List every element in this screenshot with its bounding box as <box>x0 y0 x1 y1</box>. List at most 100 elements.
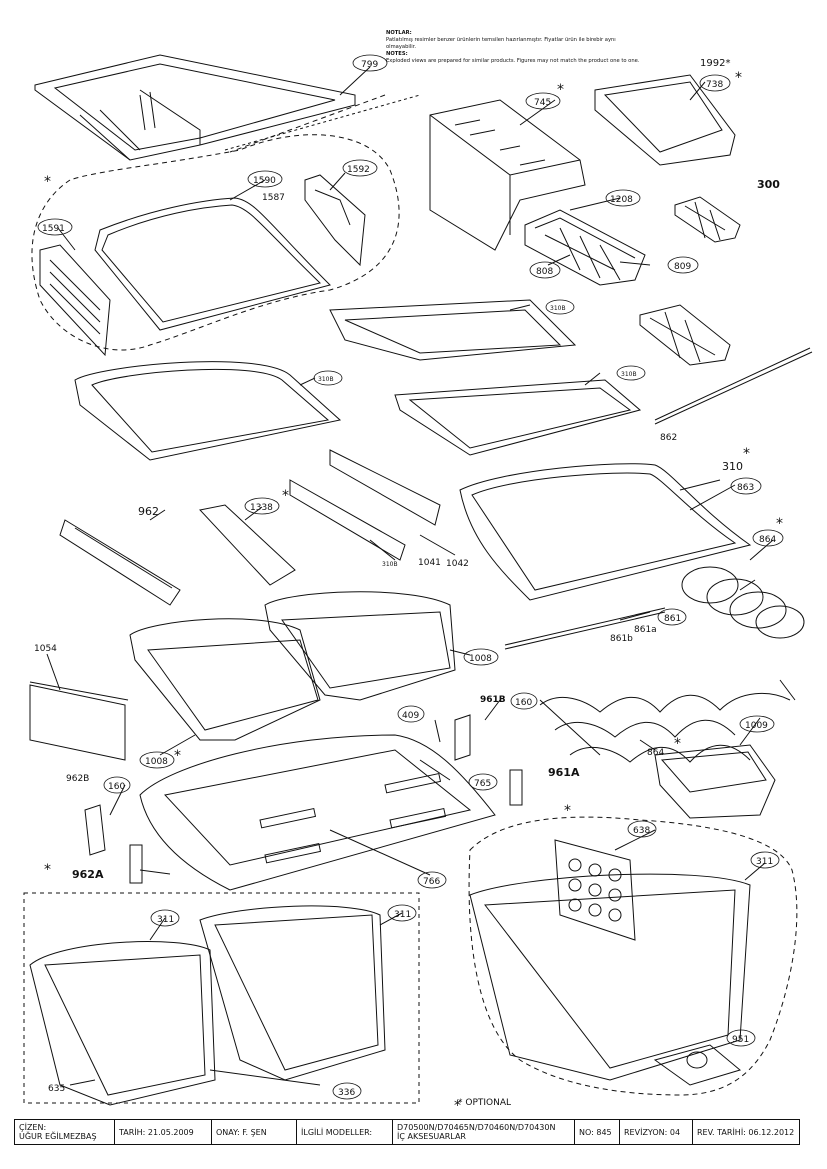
label-799: 799 <box>361 60 378 70</box>
date-cell: TARİH: 21.05.2009 <box>115 1120 212 1144</box>
bin-311-left <box>29 941 216 1106</box>
drawn-by-name: UĞUR EĞİLMEZBAŞ <box>19 1132 97 1141</box>
optional-star: * <box>282 488 289 504</box>
label-808: 808 <box>536 267 553 277</box>
label-310: 310 <box>722 460 743 473</box>
drawn-by-label: ÇİZEN: <box>19 1123 47 1132</box>
models-label-cell: İLGİLİ MODELLER: <box>297 1120 393 1144</box>
freezer-compartment-745 <box>429 99 586 251</box>
optional-star: * <box>44 862 51 878</box>
panel-1054 <box>29 681 129 761</box>
rev-date-text: REV. TARİHİ: 06.12.2012 <box>697 1127 795 1137</box>
label-864-a: 864 <box>759 535 776 545</box>
shelf-310b-c <box>74 361 342 461</box>
models-text: D70500N/D70465N/D70460N/D70430N <box>397 1123 556 1132</box>
label-765: 765 <box>474 779 491 789</box>
label-310b-4: 310B <box>382 561 398 568</box>
subtitle-text: İÇ AKSESUARLAR <box>397 1132 466 1141</box>
date-text: TARİH: 21.05.2009 <box>119 1127 194 1137</box>
label-961b: 961B <box>480 695 506 705</box>
label-311-b: 311 <box>394 910 411 920</box>
shelf-frame-1590 <box>94 197 331 331</box>
label-409: 409 <box>402 711 419 721</box>
revision-text: REVİZYON: 04 <box>624 1127 681 1137</box>
drawn-by-cell: ÇİZEN: UĞUR EĞİLMEZBAŞ <box>15 1120 115 1144</box>
wine-rack <box>539 679 796 763</box>
label-1041: 1041 <box>418 558 441 568</box>
optional-star: * <box>776 516 783 532</box>
bracket-1591 <box>39 244 111 357</box>
basket-1009 <box>654 744 776 819</box>
revision-cell: REVİZYON: 04 <box>620 1120 693 1144</box>
label-1587: 1587 <box>262 193 285 203</box>
optional-star: * <box>735 70 742 86</box>
label-1009: 1009 <box>745 721 768 731</box>
clip-961b <box>454 714 471 761</box>
label-1591: 1591 <box>42 224 65 234</box>
label-809: 809 <box>674 262 691 272</box>
label-961a: 961A <box>548 766 580 779</box>
models-label: İLGİLİ MODELLER: <box>301 1127 373 1137</box>
label-863: 863 <box>737 483 754 493</box>
label-160-a: 160 <box>515 698 532 708</box>
label-638: 638 <box>633 826 650 836</box>
optional-group-boundary-bottom <box>468 816 798 1096</box>
optional-star: * <box>674 736 681 752</box>
optional-legend-text: OPTIONAL <box>465 1098 512 1108</box>
notes-tr-text-2: olmayabilir. <box>386 44 417 50</box>
label-300: 300 <box>757 178 780 191</box>
number-cell: NO: 845 <box>575 1120 620 1144</box>
label-1008-b: 1008 <box>145 757 168 767</box>
label-310b-2: 310B <box>621 371 637 378</box>
crisper-1008-right <box>264 591 456 701</box>
rev-date-cell: REV. TARİHİ: 06.12.2012 <box>693 1120 799 1144</box>
models-cell: D70500N/D70465N/D70460N/D70430N İÇ AKSES… <box>393 1120 575 1144</box>
optional-star: * <box>44 174 51 190</box>
shelf-310b-a <box>329 299 577 361</box>
rail-962 <box>59 519 181 606</box>
label-160-b: 160 <box>108 782 125 792</box>
coil-864 <box>681 566 805 639</box>
label-1054: 1054 <box>34 644 57 654</box>
label-336: 336 <box>338 1088 355 1098</box>
label-951: 951 <box>732 1035 749 1045</box>
number-text: NO: 845 <box>579 1127 612 1137</box>
tray-738 <box>594 74 736 166</box>
label-864-b: 864 <box>647 748 664 758</box>
notes-tr-header: NOTLAR: <box>386 30 412 36</box>
label-861a: 861a <box>634 625 657 635</box>
divider-638 <box>554 839 636 941</box>
bin-311-middle <box>199 905 386 1081</box>
label-766: 766 <box>423 877 440 887</box>
label-1042: 1042 <box>446 559 469 569</box>
rod-861 <box>504 607 666 650</box>
bracket-1592 <box>304 174 366 267</box>
label-310b-1: 310B <box>550 305 566 312</box>
part-951 <box>653 1044 742 1086</box>
label-738: 738 <box>706 80 723 90</box>
label-962a: 962A <box>72 868 104 881</box>
notes-tr-text: Patlatılmış resimler benzer ürünlerin te… <box>386 37 616 43</box>
ice-tray-300 <box>674 196 741 243</box>
title-block: ÇİZEN: UĞUR EĞİLMEZBAŞ TARİH: 21.05.2009… <box>14 1119 800 1145</box>
label-1008-a: 1008 <box>469 654 492 664</box>
rod-862 <box>654 347 813 425</box>
label-311-c: 311 <box>756 857 773 867</box>
label-1208: 1208 <box>610 195 633 205</box>
clip-962a <box>129 844 143 884</box>
label-1592: 1592 <box>347 165 370 175</box>
crisper-1008-left <box>129 618 321 741</box>
optional-legend-star: * <box>458 1098 463 1108</box>
label-962: 962 <box>138 505 159 518</box>
clip-962b <box>84 804 106 856</box>
notes-en-header: NOTES: <box>386 51 408 57</box>
clip-961a <box>509 769 523 806</box>
optional-group-boundary-top <box>31 94 400 351</box>
glass-shelf-799 <box>34 54 356 161</box>
optional-star: * <box>743 446 750 462</box>
label-1590: 1590 <box>253 176 276 186</box>
optional-star: * <box>174 748 181 764</box>
label-635: 635 <box>48 1084 65 1094</box>
glass-shelf-310 <box>459 463 752 601</box>
drawer-group-boundary <box>23 892 420 1104</box>
